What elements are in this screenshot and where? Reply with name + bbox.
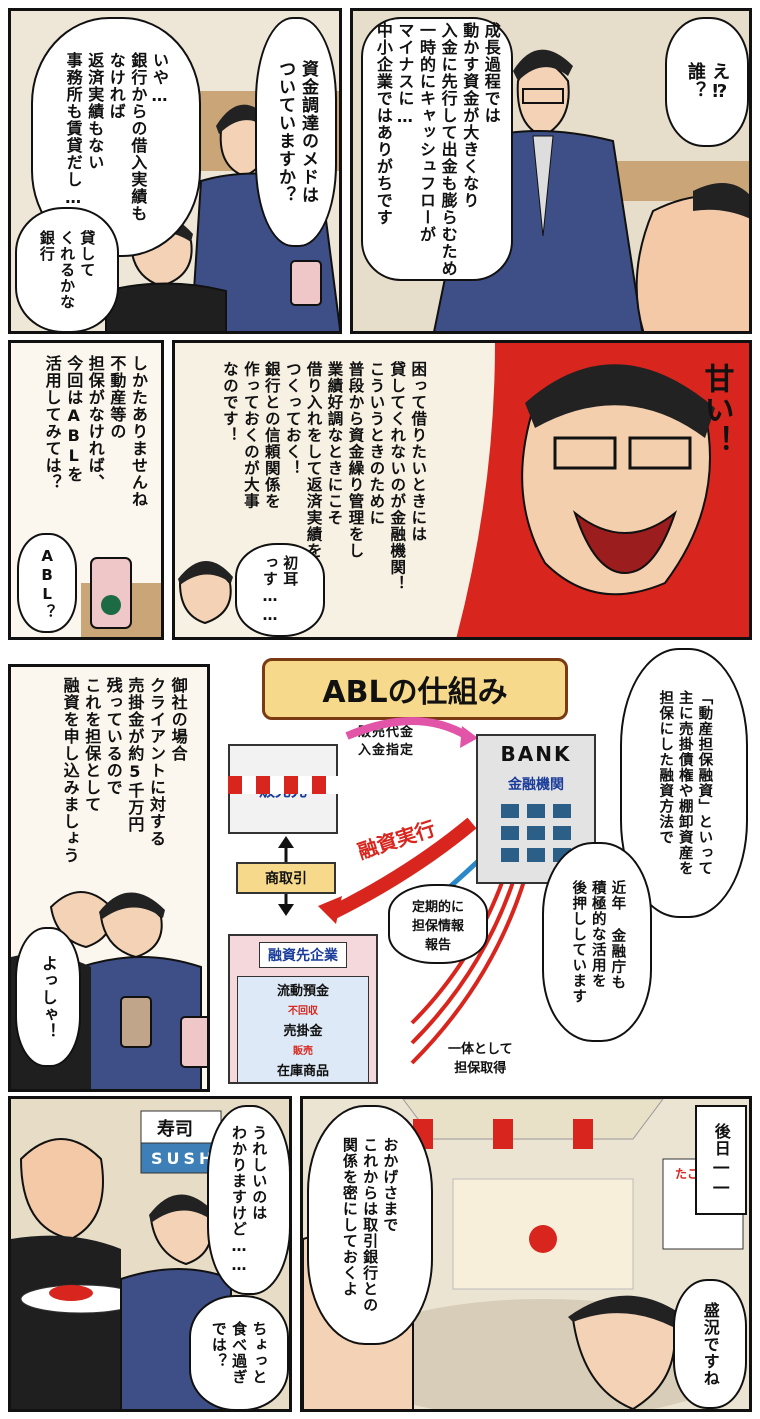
report-cloud: 定期的に 担保情報 報告 — [388, 884, 488, 964]
shop-awning — [228, 776, 338, 794]
sales-tag: 販売 — [293, 1046, 313, 1057]
application-text: 御社の場合 クライアントに対する 売掛金が約5千万円 残っているので これを担保… — [60, 677, 188, 864]
asset-list: 流動預金 不回収 売掛金 販売 在庫商品 — [237, 976, 369, 1083]
diagram-title-banner: ABLの仕組み — [262, 658, 568, 720]
panel-2-right: 甘い！ 困って借りたいときには 貸してくれないのが金融機関！ こういうときのため… — [172, 340, 752, 640]
bubble-text: 貸して くれるかな 銀行 — [37, 230, 97, 310]
bubble-text: いや… 銀行からの借入実績も なければ 返済実績もない 事務所も賃貸だし… — [63, 52, 169, 222]
panel-4-left: 寿司 SUSHI うれしいのは わかりますけど…… ちょっと 食べ過ぎ では？ — [8, 1096, 292, 1412]
commerce-label-box: 商取引 — [236, 862, 336, 894]
bubble-text: うれしいのは わかりますけど…… — [230, 1125, 269, 1275]
speech-bubble-thanks: おかげさまで これからは取引銀行との 関係を密にしておくよ — [307, 1105, 433, 1345]
speech-bubble-lend: 貸して くれるかな 銀行 — [15, 207, 119, 331]
narration-box: 成長過程では 動かす資金が大きくなり 入金に先行して出金も膨らむため 一時的にキ… — [361, 17, 513, 281]
borrower-label: 融資先企業 — [259, 942, 347, 968]
speech-bubble-happy: うれしいのは わかりますけど…… — [207, 1105, 289, 1295]
bank-building: BANK 金融機関 — [476, 734, 596, 884]
diagram-title: ABLの仕組み — [322, 675, 508, 710]
panel-4-right: たこやき 後日―― 盛況ですね おかげさまで これからは取引銀行との 関係を密に… — [300, 1096, 752, 1412]
bubble-text: 資金調達のメドは ついていますか？ — [275, 60, 318, 204]
panel-3-right: ABLの仕組み 販売先 販売代金 入金指定 BANK 金融機関 融資実行 商取引… — [222, 648, 752, 1092]
bubble-text: 「動産担保融資」といって 主に売掛債権や棚卸資産を 担保にした融資方法で — [657, 690, 713, 876]
speech-bubble-who: え⁉ 誰？ — [665, 17, 749, 147]
bubble-text: 近年 金融庁も 積極的な活用を 後押ししています — [570, 880, 626, 1004]
speech-bubble-eat-too-much: ちょっと 食べ過ぎ では？ — [189, 1295, 289, 1409]
collateral-label: 一体として 担保取得 — [448, 1042, 513, 1076]
speech-bubble-thriving: 盛況ですね — [673, 1279, 747, 1409]
speech-bubble-first-time: 初耳 っす…… — [235, 543, 325, 637]
sushi-sign: 寿司 — [157, 1119, 193, 1140]
report-text: 定期的に 担保情報 報告 — [411, 899, 464, 953]
bubble-text: おかげさまで これからは取引銀行との 関係を密にしておくよ — [340, 1137, 400, 1313]
narration-later: 後日―― — [695, 1105, 747, 1215]
panel-1-right: え⁉ 誰？ 成長過程では 動かす資金が大きくなり 入金に先行して出金も膨らむため… — [350, 8, 752, 334]
bubble-text: え⁉ 誰？ — [685, 61, 731, 103]
exclamation-amai: 甘い！ — [698, 363, 734, 456]
uncollected-tag: 不回収 — [288, 1006, 318, 1017]
sushi-latin-sign: SUSHI — [151, 1149, 227, 1168]
financial-institution-label: 金融機関 — [508, 777, 564, 793]
inventory: 在庫商品 — [276, 1064, 329, 1079]
panel-3-left: 御社の場合 クライアントに対する 売掛金が約5千万円 残っているので これを担保… — [8, 664, 210, 1092]
panel-2-left: しかたありませんね 不動産等の 担保がなければ、 今回はABLを 活用してみては… — [8, 340, 164, 640]
current-deposit: 流動預金 — [276, 984, 329, 999]
bank-label: BANK — [500, 742, 572, 766]
bubble-text: ABL？ — [38, 546, 57, 620]
receivables: 売掛金 — [283, 1024, 323, 1039]
bubble-text: ちょっと 食べ過ぎ では？ — [209, 1321, 269, 1385]
explanation-text: 困って借りたいときには 貸してくれないのが金融機関！ こういうときのために 普段… — [220, 361, 428, 592]
panel-1-left: 資金調達のメドは ついていますか？ いや… 銀行からの借入実績も なければ 返済… — [8, 8, 342, 334]
speech-bubble-abl: ABL？ — [17, 533, 77, 633]
speech-bubble-funding: 資金調達のメドは ついていますか？ — [255, 17, 337, 247]
bubble-text: よっしゃ！ — [38, 954, 58, 1040]
commerce-label: 商取引 — [265, 871, 307, 887]
bank-windows — [501, 804, 571, 862]
borrower-company: 融資先企業 流動預金 不回収 売掛金 販売 在庫商品 — [228, 934, 378, 1084]
narration-text: 後日―― — [711, 1123, 731, 1197]
abl-suggestion-text: しかたありませんね 不動産等の 担保がなければ、 今回はABLを 活用してみては… — [42, 355, 148, 508]
speech-bubble-yosshya: よっしゃ！ — [15, 927, 81, 1067]
narration-text: 成長過程では 動かす資金が大きくなり 入金に先行して出金も膨らむため 一時的にキ… — [373, 21, 501, 277]
bubble-text: 初耳 っす…… — [261, 555, 300, 625]
bubble-text: 盛況ですね — [700, 1301, 720, 1387]
speech-bubble-fsa: 近年 金融庁も 積極的な活用を 後押ししています — [542, 842, 652, 1042]
